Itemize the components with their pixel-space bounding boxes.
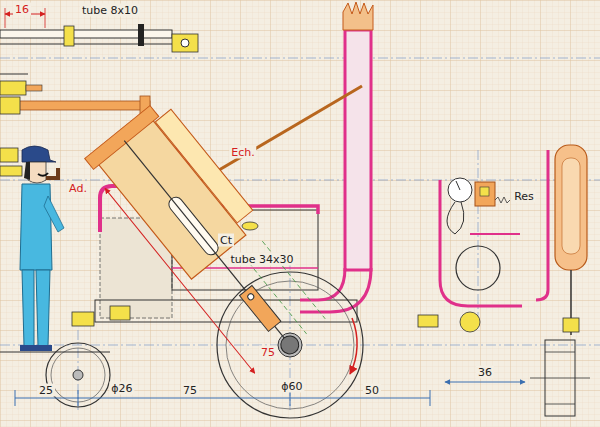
driver-figure — [0, 146, 110, 352]
dimension-label: ϕ26 — [109, 382, 134, 395]
dimension-label: 75 — [181, 384, 199, 397]
end-view — [418, 145, 590, 416]
dimension-lines — [15, 382, 525, 406]
dimension-label: tube 8x10 — [80, 4, 140, 17]
chimney — [300, 2, 373, 312]
dimension-label: 36 — [476, 366, 494, 379]
dimension-label: Res — [512, 190, 536, 203]
dimension-label: 50 — [363, 384, 381, 397]
dimension-label: 75 — [259, 346, 277, 359]
wheels — [46, 272, 363, 418]
dimension-label: Ech. — [229, 146, 256, 159]
dimension-label: 25 — [37, 384, 55, 397]
cylinder — [82, 97, 339, 380]
dimension-label: ϕ60 — [279, 380, 304, 393]
dimension-label: Ct — [218, 234, 234, 247]
admission-pipe — [100, 186, 122, 232]
dimension-label: tube 34x30 — [228, 253, 295, 266]
dimension-label: Ad. — [67, 182, 89, 195]
dimension-label: 16 — [13, 2, 31, 15]
center-lines — [0, 58, 600, 410]
